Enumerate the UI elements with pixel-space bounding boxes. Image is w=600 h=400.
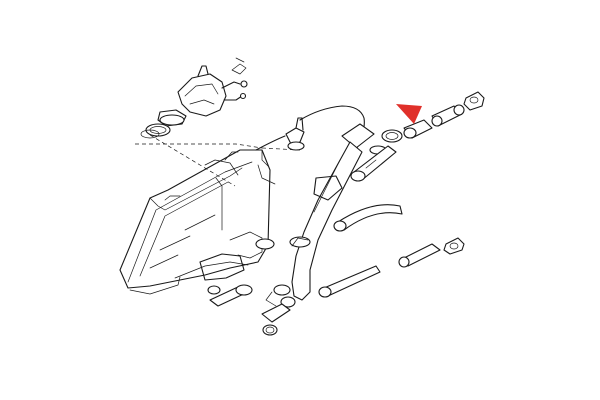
fuel-sender-unit [140, 57, 248, 139]
highlight-arrowhead [396, 104, 422, 124]
drain-connectors [207, 284, 296, 336]
fuel-tank [119, 149, 276, 295]
lower-hose-assembly [318, 237, 465, 298]
breather-hose [333, 204, 403, 232]
filler-neck [289, 123, 375, 301]
mounting-bracket [285, 117, 305, 151]
highlighted-hose [403, 91, 485, 139]
filler-cap-assembly [350, 129, 403, 182]
vent-line [255, 105, 365, 151]
